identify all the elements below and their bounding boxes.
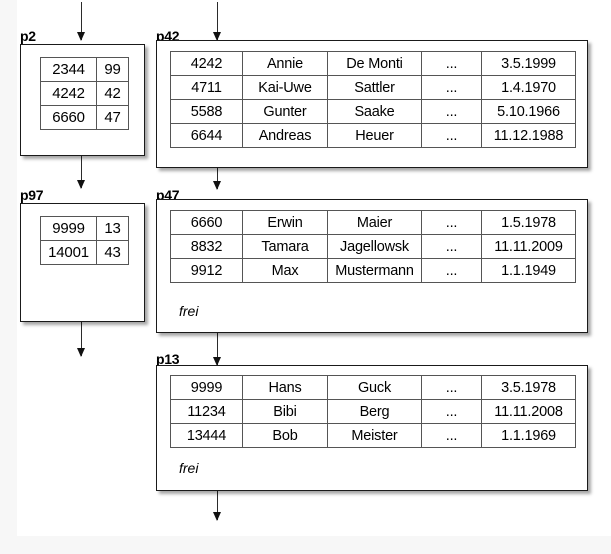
index-table-p97: 9999 13 14001 43 xyxy=(40,216,129,265)
page-box-p2[interactable]: 2344 99 4242 42 6660 47 xyxy=(20,44,145,156)
table-row: 4242 42 xyxy=(40,81,129,106)
table-row: 13444 Bob Meister ... 1.1.1969 xyxy=(170,423,576,448)
record-date: 11.11.2009 xyxy=(481,234,576,259)
arrow-p47-to-p13 xyxy=(213,333,221,366)
record-id: 8832 xyxy=(170,234,243,259)
table-row: 14001 43 xyxy=(40,240,129,265)
arrow-into-p2 xyxy=(77,2,85,41)
record-first: Gunter xyxy=(242,99,328,124)
record-date: 5.10.1966 xyxy=(481,99,576,124)
table-row: 5588 Gunter Saake ... 5.10.1966 xyxy=(170,99,576,124)
record-id: 9912 xyxy=(170,258,243,283)
record-more: ... xyxy=(421,210,482,235)
table-row: 6660 47 xyxy=(40,105,129,130)
record-date: 3.5.1999 xyxy=(481,51,576,76)
record-first: Erwin xyxy=(242,210,328,235)
record-date: 11.12.1988 xyxy=(481,123,576,148)
index-key: 14001 xyxy=(40,240,97,265)
table-row: 4711 Kai-Uwe Sattler ... 1.4.1970 xyxy=(170,75,576,100)
arrow-p2-to-p97 xyxy=(77,155,85,189)
record-first: Tamara xyxy=(242,234,328,259)
record-first: Bibi xyxy=(242,399,328,424)
index-pointer: 47 xyxy=(96,105,129,130)
record-date: 3.5.1978 xyxy=(481,375,576,400)
arrow-p97-down xyxy=(77,322,85,357)
record-last: Berg xyxy=(327,399,422,424)
record-last: Saake xyxy=(327,99,422,124)
record-last: Sattler xyxy=(327,75,422,100)
record-id: 6644 xyxy=(170,123,243,148)
record-id: 5588 xyxy=(170,99,243,124)
record-date: 1.5.1978 xyxy=(481,210,576,235)
table-row: 9912 Max Mustermann ... 1.1.1949 xyxy=(170,258,576,283)
record-first: Max xyxy=(242,258,328,283)
index-pointer: 43 xyxy=(96,240,129,265)
index-key: 4242 xyxy=(40,81,97,106)
index-pointer: 42 xyxy=(96,81,129,106)
index-key: 6660 xyxy=(40,105,97,130)
table-row: 4242 Annie De Monti ... 3.5.1999 xyxy=(170,51,576,76)
table-row: 9999 Hans Guck ... 3.5.1978 xyxy=(170,375,576,400)
table-row: 9999 13 xyxy=(40,216,129,241)
table-row: 6660 Erwin Maier ... 1.5.1978 xyxy=(170,210,576,235)
data-table-p42: 4242 Annie De Monti ... 3.5.1999 4711 Ka… xyxy=(170,51,576,148)
index-table-p2: 2344 99 4242 42 6660 47 xyxy=(40,57,129,130)
index-pointer: 99 xyxy=(96,57,129,82)
data-table-p13: 9999 Hans Guck ... 3.5.1978 11234 Bibi B… xyxy=(170,375,576,448)
arrow-into-p42 xyxy=(213,2,221,41)
record-last: Maier xyxy=(327,210,422,235)
record-id: 4242 xyxy=(170,51,243,76)
record-date: 1.1.1969 xyxy=(481,423,576,448)
record-more: ... xyxy=(421,234,482,259)
diagram-canvas: p2 2344 99 4242 42 6660 47 p42 xyxy=(17,0,611,536)
arrow-p13-down xyxy=(213,491,221,521)
record-more: ... xyxy=(421,258,482,283)
page-label-p97: p97 xyxy=(20,187,44,203)
page-box-p13[interactable]: 9999 Hans Guck ... 3.5.1978 11234 Bibi B… xyxy=(156,365,588,491)
page-box-p42[interactable]: 4242 Annie De Monti ... 3.5.1999 4711 Ka… xyxy=(156,40,588,168)
record-more: ... xyxy=(421,99,482,124)
record-date: 1.1.1949 xyxy=(481,258,576,283)
record-date: 1.4.1970 xyxy=(481,75,576,100)
record-more: ... xyxy=(421,75,482,100)
data-table-p47: 6660 Erwin Maier ... 1.5.1978 8832 Tamar… xyxy=(170,210,576,283)
page-label-p2: p2 xyxy=(20,28,36,44)
record-first: Bob xyxy=(242,423,328,448)
page-label-p13: p13 xyxy=(156,351,180,367)
record-id: 9999 xyxy=(170,375,243,400)
record-more: ... xyxy=(421,123,482,148)
record-more: ... xyxy=(421,423,482,448)
record-more: ... xyxy=(421,375,482,400)
arrow-p42-to-p47 xyxy=(213,168,221,190)
record-last: De Monti xyxy=(327,51,422,76)
table-row: 6644 Andreas Heuer ... 11.12.1988 xyxy=(170,123,576,148)
free-space-label-p47: frei xyxy=(179,303,199,319)
record-last: Guck xyxy=(327,375,422,400)
record-first: Annie xyxy=(242,51,328,76)
index-key: 9999 xyxy=(40,216,97,241)
page-box-p97[interactable]: 9999 13 14001 43 xyxy=(20,203,145,322)
record-last: Meister xyxy=(327,423,422,448)
record-first: Kai-Uwe xyxy=(242,75,328,100)
record-id: 6660 xyxy=(170,210,243,235)
record-last: Jagellowsk xyxy=(327,234,422,259)
record-id: 13444 xyxy=(170,423,243,448)
record-id: 11234 xyxy=(170,399,243,424)
record-id: 4711 xyxy=(170,75,243,100)
page-box-p47[interactable]: 6660 Erwin Maier ... 1.5.1978 8832 Tamar… xyxy=(156,199,588,333)
record-date: 11.11.2008 xyxy=(481,399,576,424)
record-first: Andreas xyxy=(242,123,328,148)
table-row: 2344 99 xyxy=(40,57,129,82)
record-more: ... xyxy=(421,51,482,76)
table-row: 8832 Tamara Jagellowsk ... 11.11.2009 xyxy=(170,234,576,259)
record-first: Hans xyxy=(242,375,328,400)
record-last: Heuer xyxy=(327,123,422,148)
table-row: 11234 Bibi Berg ... 11.11.2008 xyxy=(170,399,576,424)
index-key: 2344 xyxy=(40,57,97,82)
index-pointer: 13 xyxy=(96,216,129,241)
record-last: Mustermann xyxy=(327,258,422,283)
record-more: ... xyxy=(421,399,482,424)
free-space-label-p13: frei xyxy=(179,460,199,476)
